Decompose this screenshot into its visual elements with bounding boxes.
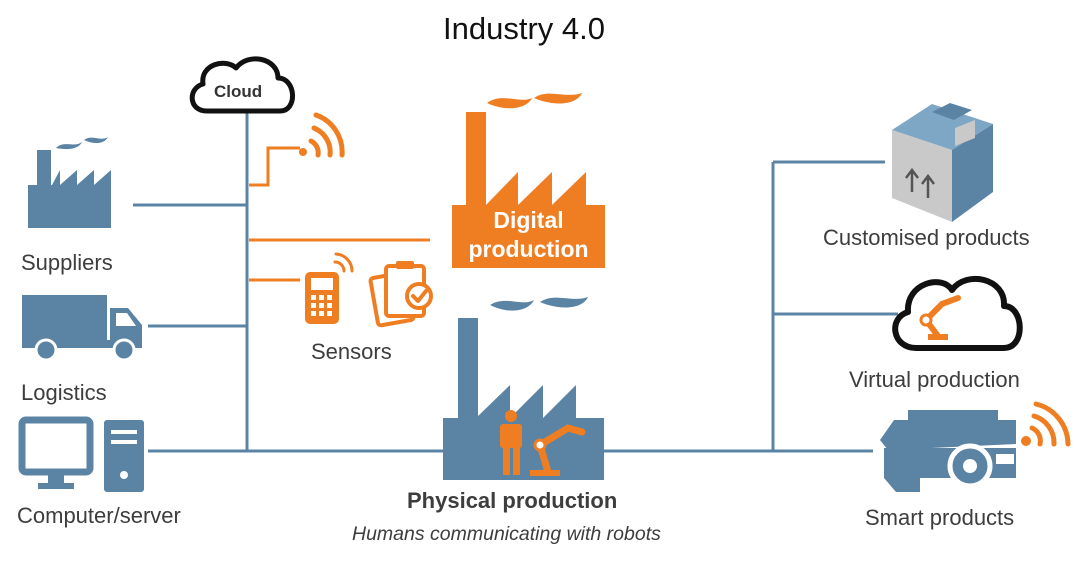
sensors-label: Sensors bbox=[311, 339, 392, 364]
worker-icon bbox=[500, 410, 522, 475]
virtual-cloud-icon bbox=[892, 275, 1023, 351]
virtual-production-label: Virtual production bbox=[849, 367, 1020, 392]
computer-icon bbox=[18, 416, 144, 492]
supplier-factory-icon bbox=[28, 137, 111, 228]
phone-sensor-icon bbox=[305, 252, 354, 324]
cloud-label: Cloud bbox=[214, 82, 263, 101]
cloud-icon bbox=[189, 56, 295, 114]
digital-factory-icon bbox=[452, 93, 605, 268]
robot-arm-icon bbox=[530, 424, 586, 476]
computer-server-label: Computer/server bbox=[17, 503, 181, 528]
physical-factory-icon bbox=[443, 297, 604, 480]
smart-wifi-icon bbox=[1021, 401, 1071, 447]
physical-production-subtitle: Humans communicating with robots bbox=[352, 523, 661, 545]
digital-line-1: Digital bbox=[493, 207, 564, 233]
page-title: Industry 4.0 bbox=[443, 11, 605, 46]
logistics-label: Logistics bbox=[21, 380, 107, 405]
truck-icon bbox=[22, 295, 142, 362]
connector-lines bbox=[133, 112, 898, 453]
physical-production-label: Physical production bbox=[407, 488, 618, 513]
smart-products-label: Smart products bbox=[865, 505, 1015, 530]
clipboard-sensor-icon bbox=[368, 261, 433, 328]
locomotive-icon bbox=[880, 410, 1016, 492]
digital-line-2: production bbox=[468, 236, 589, 262]
wifi-signal-icon bbox=[299, 112, 345, 158]
orange-lines bbox=[249, 146, 430, 282]
suppliers-label: Suppliers bbox=[21, 250, 113, 275]
customised-products-label: Customised products bbox=[823, 225, 1030, 250]
package-box-icon bbox=[892, 103, 993, 222]
digital-production-label: Digital production bbox=[452, 206, 605, 264]
